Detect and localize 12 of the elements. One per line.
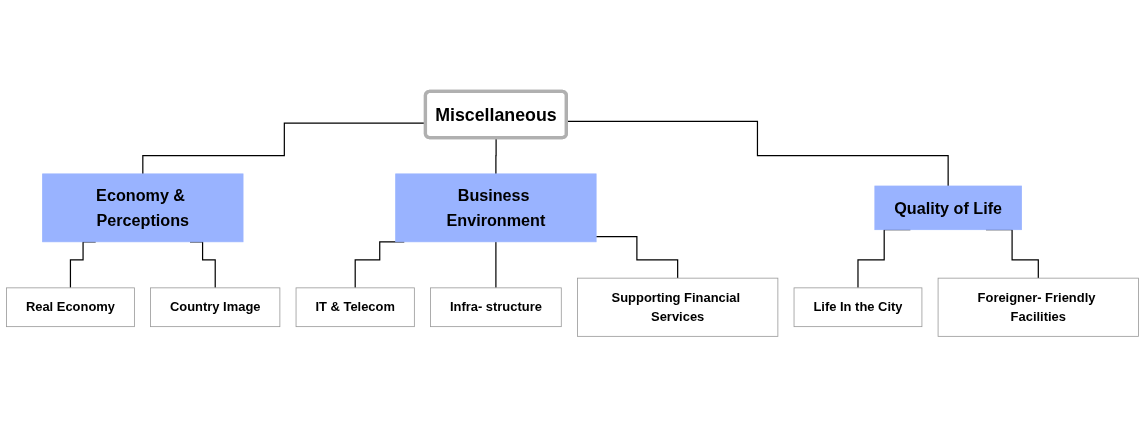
node-box: Quality of Life <box>874 185 1022 230</box>
connector <box>495 240 497 289</box>
node-box: Life In the City <box>793 287 923 327</box>
node-box: Foreigner- Friendly Facilities <box>937 277 1139 337</box>
node-box: Real Economy <box>6 287 135 327</box>
node-box: Economy & Perceptions <box>42 173 244 242</box>
node-box: IT & Telecom <box>295 287 415 327</box>
connector <box>595 235 679 279</box>
node-box: Business Environment <box>395 173 597 242</box>
node-box: Country Image <box>150 287 281 327</box>
node-box: Supporting Financial Services <box>577 277 779 337</box>
node-box: Infra- structure <box>430 287 562 327</box>
